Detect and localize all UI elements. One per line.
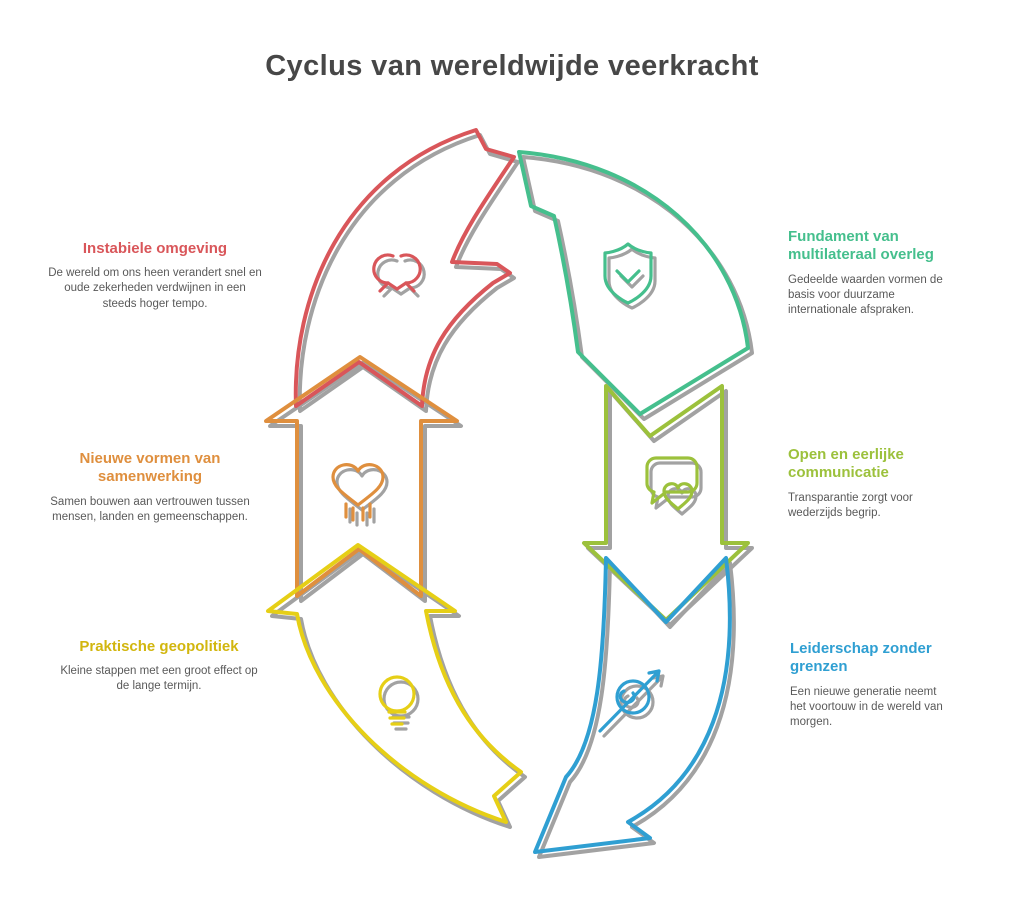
step-body: Kleine stappen met een groot effect op d… [60,665,258,693]
arrow-shadow-layer [268,133,754,859]
step-heading: Nieuwe vormen van samenwerking [79,450,221,486]
step-heading: Leiderschap zonder grenzen [790,640,932,676]
step-body: Een nieuwe generatie neemt het voortouw … [790,685,943,728]
step-heading: Fundament van multilateraal overleg [788,228,934,264]
step-label-left-top: Instabiele omgeving De wereld om ons hee… [46,240,264,312]
step-heading: Instabiele omgeving [82,240,228,257]
step-heading: Open en eerlijke communicatie [788,446,904,482]
step-label-right-middle: Open en eerlijke communicatie Transparan… [788,446,966,521]
step-label-left-bottom: Praktische geopolitiek Kleine stappen me… [58,638,260,695]
step-body: Samen bouwen aan vertrouwen tussen mense… [50,495,250,523]
step-label-right-bottom: Leiderschap zonder grenzen Een nieuwe ge… [790,640,952,730]
page-title: Cyclus van wereldwijde veerkracht [265,50,759,82]
step-label-left-middle: Nieuwe vormen van samenwerking Samen bou… [40,450,260,525]
step-body: De wereld om ons heen verandert snel en … [48,267,262,310]
globe-arrow-icon [598,669,661,733]
step-heading: Praktische geopolitiek [79,638,239,655]
step-body: Transparantie zorgt voor wederzijds begr… [788,491,913,519]
step-label-right-top: Fundament van multilateraal overleg Gede… [788,228,956,318]
step-body: Gedeelde waarden vormen de basis voor du… [788,273,943,316]
